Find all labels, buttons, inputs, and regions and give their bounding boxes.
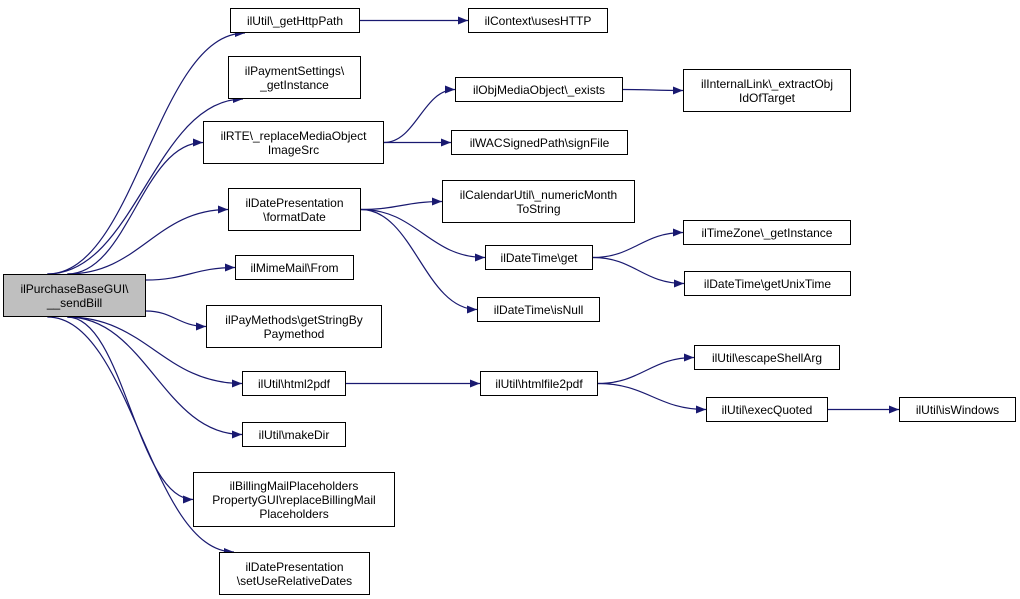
- root-node-root: ilPurchaseBaseGUI\__sendBill: [3, 274, 146, 317]
- node-label-line: Placeholders: [259, 506, 329, 521]
- node-label-line: ilWACSignedPath\signFile: [469, 135, 610, 150]
- node-label-line: \formatDate: [263, 209, 326, 224]
- node-label-line: ilRTE\_replaceMediaObject: [220, 128, 367, 143]
- node-obj-media-exists[interactable]: ilObjMediaObject\_exists: [455, 77, 623, 102]
- node-label-line: PropertyGUI\replaceBillingMail: [212, 492, 376, 507]
- node-label-line: __sendBill: [46, 295, 103, 310]
- node-escape-shell[interactable]: ilUtil\escapeShellArg: [694, 345, 840, 370]
- node-is-null[interactable]: ilDateTime\isNull: [477, 297, 600, 322]
- node-htmlfile2pdf[interactable]: ilUtil\htmlfile2pdf: [480, 371, 598, 396]
- node-label-line: ilPaymentSettings\: [244, 63, 345, 78]
- node-label-line: ilBillingMailPlaceholders: [229, 478, 359, 493]
- node-label-line: ilDateTime\get: [500, 250, 578, 265]
- node-unix-time[interactable]: ilDateTime\getUnixTime: [684, 271, 851, 296]
- edge-root-to-mime-from: [145, 263, 236, 281]
- node-label-line: ilDatePresentation: [245, 195, 344, 210]
- node-label-line: ilCalendarUtil\_numericMonth: [459, 187, 618, 202]
- node-payment-settings[interactable]: ilPaymentSettings\_getInstance: [228, 56, 361, 99]
- node-label-line: ilMimeMail\From: [250, 260, 339, 275]
- edge-root-to-billing-mail: [67, 316, 194, 504]
- node-label-line: \setUseRelativeDates: [236, 573, 353, 588]
- node-uses-http[interactable]: ilContext\usesHTTP: [468, 8, 608, 33]
- node-sign-file[interactable]: ilWACSignedPath\signFile: [451, 130, 628, 155]
- node-label-line: ilObjMediaObject\_exists: [472, 82, 606, 97]
- node-is-windows[interactable]: ilUtil\isWindows: [899, 397, 1016, 422]
- edge-root-to-replace-media: [67, 138, 204, 275]
- node-date-time-get[interactable]: ilDateTime\get: [485, 245, 593, 270]
- edge-format-date-to-numeric-month: [360, 197, 443, 211]
- edge-root-to-make-dir: [67, 316, 243, 439]
- node-label-line: ilUtil\execQuoted: [721, 402, 813, 417]
- edge-obj-media-exists-to-extract-obj: [622, 86, 684, 95]
- node-label-line: ilUtil\html2pdf: [257, 376, 331, 391]
- node-html2pdf[interactable]: ilUtil\html2pdf: [242, 371, 346, 396]
- node-label-line: IdOfTarget: [738, 90, 796, 105]
- node-label-line: ilUtil\makeDir: [258, 427, 330, 442]
- node-label-line: ilPayMethods\getStringBy: [225, 312, 363, 327]
- node-label-line: Paymethod: [263, 326, 325, 341]
- node-get-http-path[interactable]: ilUtil\_getHttpPath: [230, 8, 360, 33]
- node-label-line: ilPurchaseBaseGUI\: [20, 281, 129, 296]
- edge-date-time-get-to-unix-time: [592, 256, 685, 288]
- edge-root-to-payment-settings: [47, 95, 244, 275]
- edge-root-to-format-date: [67, 205, 229, 275]
- node-format-date[interactable]: ilDatePresentation\formatDate: [228, 188, 361, 231]
- node-label-line: ilContext\usesHTTP: [484, 13, 592, 28]
- edge-replace-media-to-obj-media-exists: [383, 85, 456, 144]
- edge-root-to-pay-methods: [145, 310, 207, 331]
- node-relative-dates[interactable]: ilDatePresentation\setUseRelativeDates: [219, 552, 370, 595]
- node-label-line: ilUtil\_getHttpPath: [246, 13, 344, 28]
- node-label-line: ToString: [516, 201, 561, 216]
- node-label-line: ilDateTime\isNull: [493, 302, 584, 317]
- edge-htmlfile2pdf-to-exec-quoted: [597, 382, 707, 414]
- edge-date-time-get-to-time-zone: [592, 228, 684, 259]
- node-label-line: ilTimeZone\_getInstance: [701, 225, 833, 240]
- node-exec-quoted[interactable]: ilUtil\execQuoted: [706, 397, 828, 422]
- edge-root-to-relative-dates: [47, 316, 235, 556]
- node-label-line: ilUtil\isWindows: [915, 402, 1000, 417]
- edge-htmlfile2pdf-to-escape-shell: [597, 353, 695, 385]
- node-label-line: ilDatePresentation: [245, 559, 344, 574]
- node-label-line: ilUtil\htmlfile2pdf: [495, 376, 583, 391]
- edge-root-to-html2pdf: [67, 316, 243, 388]
- node-label-line: ilUtil\escapeShellArg: [711, 350, 823, 365]
- node-label-line: _getInstance: [260, 77, 329, 92]
- node-time-zone[interactable]: ilTimeZone\_getInstance: [683, 220, 851, 245]
- node-label-line: ImageSrc: [267, 142, 320, 157]
- node-label-line: ilInternalLink\_extractObj: [700, 76, 834, 91]
- edge-format-date-to-is-null: [360, 208, 478, 314]
- node-mime-from[interactable]: ilMimeMail\From: [235, 255, 354, 280]
- node-label-line: ilDateTime\getUnixTime: [703, 276, 832, 291]
- edge-root-to-get-http-path: [47, 29, 246, 275]
- edge-format-date-to-date-time-get: [360, 208, 486, 262]
- node-make-dir[interactable]: ilUtil\makeDir: [242, 422, 346, 447]
